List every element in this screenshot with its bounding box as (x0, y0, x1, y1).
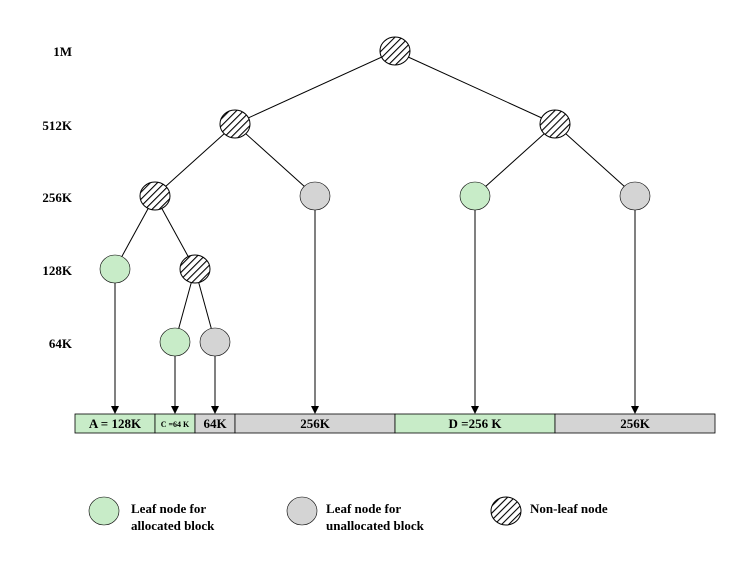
tree-node-unallocated (299, 181, 331, 211)
memory-block-label: 256K (300, 416, 331, 431)
tree-edge (554, 123, 636, 197)
legend-allocated-swatch (88, 496, 120, 526)
memory-block-label: 64K (203, 416, 227, 431)
tree-edge (234, 123, 316, 197)
tree-node-unallocated (619, 181, 651, 211)
memory-block-label: A = 128K (89, 416, 142, 431)
level-label-128k: 128K (42, 263, 73, 278)
tree-edge (474, 123, 556, 197)
legend-unallocated-line2: unallocated block (326, 518, 425, 533)
level-label-1m: 1M (53, 44, 72, 59)
tree-node-nonleaf (379, 36, 411, 66)
legend-allocated-line2: allocated block (131, 518, 215, 533)
tree-node-nonleaf (179, 254, 211, 284)
memory-block-unallocated (554, 413, 716, 434)
memory-bar: A = 128K C =64 K 64K 256K D =256 K 256K (74, 413, 716, 434)
tree-edge (394, 50, 556, 125)
tree-node-allocated (99, 254, 131, 284)
leaf-arrows (111, 210, 639, 414)
tree-node-allocated (459, 181, 491, 211)
memory-block-label: 256K (620, 416, 651, 431)
legend-unallocated-swatch (286, 496, 318, 526)
legend-unallocated-line1: Leaf node for (326, 501, 401, 516)
tree-node-allocated (159, 327, 191, 357)
tree-nodes (99, 36, 651, 357)
legend-nonleaf-swatch (490, 496, 522, 526)
legend-allocated-line1: Leaf node for (131, 501, 206, 516)
tree-node-nonleaf (219, 109, 251, 139)
level-label-256k: 256K (42, 190, 73, 205)
level-label-64k: 64K (49, 336, 73, 351)
legend: Leaf node for allocated block Leaf node … (88, 496, 608, 533)
tree-node-nonleaf (139, 181, 171, 211)
tree-edges (114, 50, 636, 343)
level-label-512k: 512K (42, 118, 73, 133)
memory-block-label: C =64 K (161, 420, 190, 429)
legend-nonleaf-label: Non-leaf node (530, 501, 608, 516)
tree-node-nonleaf (539, 109, 571, 139)
memory-block-label: D =256 K (449, 416, 503, 431)
tree-node-unallocated (199, 327, 231, 357)
tree-edge (154, 123, 236, 197)
tree-edge (234, 50, 396, 125)
